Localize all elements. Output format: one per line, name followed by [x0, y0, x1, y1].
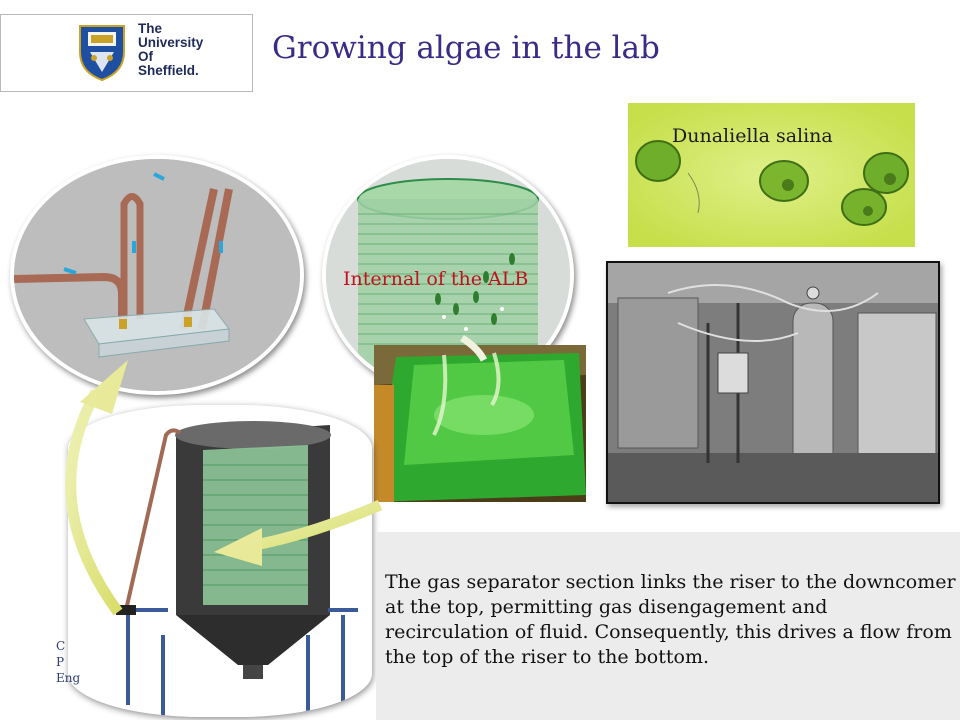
species-label: Dunaliella salina	[672, 125, 833, 147]
caption-text: The gas separator section links the rise…	[385, 571, 956, 668]
fragment-line: P	[56, 655, 65, 669]
arrow-head-right	[214, 528, 262, 566]
university-logo-box	[0, 14, 253, 92]
lab-setup-photo	[606, 261, 940, 504]
logo-line: The	[138, 21, 163, 36]
cad-gas-separator-image	[10, 155, 304, 395]
algae-microscope-image	[628, 103, 915, 247]
arrow-head-left	[80, 360, 128, 414]
university-name: The University Of Sheffield.	[138, 22, 248, 78]
arrow-left-up	[65, 389, 123, 616]
logo-line: Sheffield.	[138, 63, 199, 78]
logo-line: University	[138, 35, 204, 50]
fragment-line: Eng	[56, 671, 81, 685]
overlapped-text-fragment: C P Eng	[56, 638, 80, 686]
caption-panel	[376, 532, 960, 720]
internal-alb-label: Internal of the ALB	[343, 268, 529, 290]
university-crest-icon	[79, 25, 125, 82]
arrow-right-left	[249, 499, 383, 552]
slide-title: Growing algae in the lab	[272, 30, 660, 66]
arrow-tank-to-alb	[460, 335, 488, 362]
reactor-render-image	[68, 405, 372, 717]
algae-tank-photo	[374, 345, 586, 502]
fragment-line: C	[56, 639, 66, 653]
logo-line: Of	[138, 49, 153, 64]
